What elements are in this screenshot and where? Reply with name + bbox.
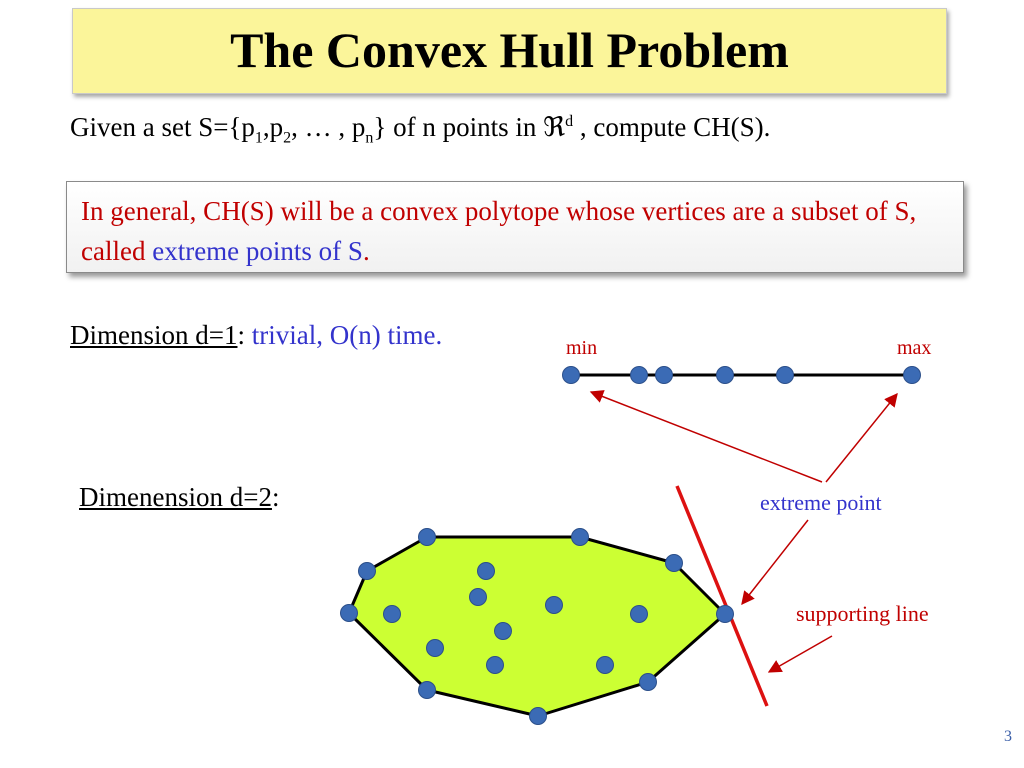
hull-vertex-point [418, 681, 436, 699]
given-mid2: , … , p [291, 112, 366, 142]
interior-point [486, 656, 504, 674]
hull-vertex-point [418, 528, 436, 546]
extreme-point-label: extreme point [760, 490, 882, 515]
title-box: The Convex Hull Problem [72, 8, 947, 94]
page-number: 3 [1004, 728, 1012, 745]
info-end: . [362, 236, 370, 266]
extreme-point [716, 605, 734, 623]
info-box: In general, CH(S) will be a convex polyt… [66, 181, 964, 273]
interior-point [596, 656, 614, 674]
sub-2: 2 [283, 129, 292, 147]
given-suffix: , compute CH(S). [573, 112, 771, 142]
info-highlight: extreme points of S [152, 236, 363, 266]
line-point [776, 366, 794, 384]
interior-point [545, 596, 563, 614]
reals-symbol: ℜ [543, 112, 566, 142]
arrow-to-min [589, 390, 823, 483]
given-prefix: Given a set S={p [70, 112, 255, 142]
hull-vertex-point [639, 673, 657, 691]
given-mid3: } of n points in [373, 112, 544, 142]
convex-hull-polygon [347, 535, 727, 718]
dimension-2-heading: Dimenension d=2: [79, 482, 279, 513]
arrow-to-supporting-line [767, 635, 833, 673]
line-point [655, 366, 673, 384]
interior-point [630, 605, 648, 623]
problem-statement: Given a set S={p1,p2, … , pn} of n point… [70, 112, 770, 147]
dimension-2-colon: : [271, 482, 280, 512]
hull-vertex-point [529, 707, 547, 725]
dimension-2-label: Dimenension d=2 [79, 482, 272, 512]
dimension-1-heading: Dimension d=1: trivial, O(n) time. [70, 320, 442, 351]
supporting-line [675, 485, 769, 707]
arrow-to-max [825, 392, 898, 483]
line-point-max [903, 366, 921, 384]
sub-1: 1 [254, 129, 263, 147]
arrow-to-extreme-point [741, 519, 809, 606]
hull-vertex-point [340, 604, 358, 622]
page-title: The Convex Hull Problem [230, 22, 789, 78]
info-main: In general, CH(S) will be a convex polyt… [81, 196, 917, 266]
interior-point [494, 622, 512, 640]
line-point [716, 366, 734, 384]
min-label: min [566, 337, 597, 359]
info-text: In general, CH(S) will be a convex polyt… [81, 191, 961, 271]
interior-point [469, 588, 487, 606]
dimension-1-desc: trivial, O(n) time. [251, 320, 443, 350]
line-point [630, 366, 648, 384]
given-mid1: ,p [262, 112, 284, 142]
hull-vertex-point [665, 554, 683, 572]
hull-vertex-point [571, 528, 589, 546]
dimension-1-colon: : [237, 320, 252, 350]
max-label: max [897, 337, 931, 359]
dimension-1-label: Dimension d=1 [70, 320, 238, 350]
hull-vertex-point [358, 562, 376, 580]
sub-n: n [365, 129, 374, 147]
sup-d: d [565, 113, 574, 130]
interior-point [426, 639, 444, 657]
line-point-min [562, 366, 580, 384]
supporting-line-label: supporting line [796, 601, 929, 626]
interior-point [383, 605, 401, 623]
interior-point [477, 562, 495, 580]
